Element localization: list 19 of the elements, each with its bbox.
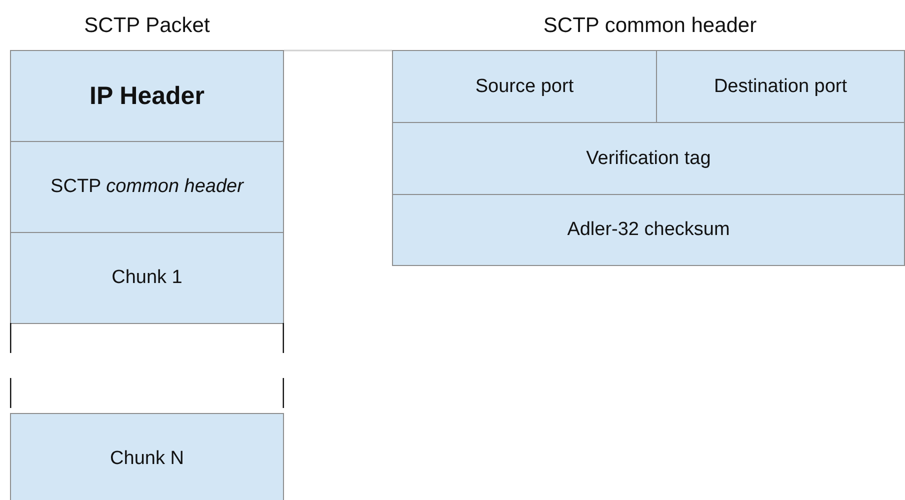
field-text: Source port	[475, 76, 574, 98]
checksum-field	[392, 194, 905, 266]
connector-line	[284, 50, 392, 52]
section-heading: SCTP Packet	[84, 14, 210, 38]
field-text: Destination port	[714, 76, 848, 98]
field-text: Adler-32 checksum	[567, 219, 730, 241]
field-text: Chunk N	[110, 448, 184, 470]
field-text: IP Header	[90, 82, 204, 110]
port-field	[392, 50, 657, 123]
field-text: SCTP common header	[50, 176, 244, 198]
section-heading: SCTP common header	[543, 14, 757, 38]
field-text: Chunk 1	[112, 267, 182, 289]
chunk-field	[10, 232, 284, 324]
header-field	[10, 50, 284, 142]
header-field	[10, 141, 284, 233]
port-field	[656, 50, 905, 123]
field-text: Verification tag	[586, 148, 711, 170]
tag-field	[392, 122, 905, 195]
chunk-field	[10, 413, 284, 500]
